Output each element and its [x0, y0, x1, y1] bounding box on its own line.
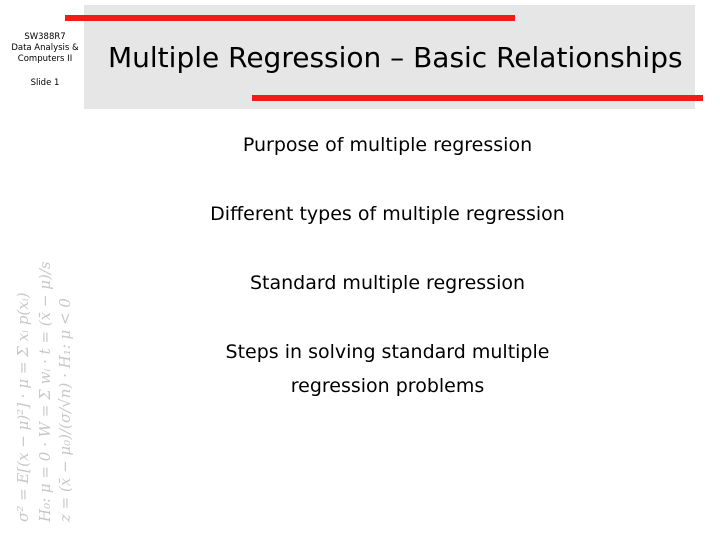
- course-name-line1: Data Analysis &: [11, 43, 79, 53]
- sidebar: SW388R7 Data Analysis & Computers II Sli…: [0, 0, 85, 540]
- svg-text:σ² = E[(x − μ)²] · μ = Σ xᵢ: σ² = E[(x − μ)²] · μ = Σ xᵢ p(xᵢ): [14, 292, 32, 522]
- accent-rule-top: [65, 15, 515, 21]
- bullet-item: Steps in solving standard multiple regre…: [225, 341, 550, 397]
- svg-text:z = (x̄ − μ₀)/(σ/√n) · H₁: μ: z = (x̄ − μ₀)/(σ/√n) · H₁: μ < 0: [56, 298, 74, 523]
- title-band: [84, 5, 695, 109]
- bullet-item: Different types of multiple regression: [210, 203, 565, 225]
- bullet-list: Purpose of multiple regression Different…: [100, 128, 675, 438]
- course-code: SW388R7: [24, 32, 66, 42]
- slide-title: Multiple Regression – Basic Relationship…: [108, 41, 683, 74]
- svg-text:H₀: μ = 0 · W = Σ wᵢ · t =: H₀: μ = 0 · W = Σ wᵢ · t = (x̄ − μ)/s: [36, 261, 54, 523]
- course-name-line2: Computers II: [17, 54, 73, 64]
- course-info: SW388R7 Data Analysis & Computers II Sli…: [0, 32, 85, 89]
- slide-number: Slide 1: [30, 78, 60, 88]
- formula-watermark-image: σ² = E[(x − μ)²] · μ = Σ xᵢ p(xᵢ) H₀: μ …: [14, 261, 74, 523]
- bullet-item: Purpose of multiple regression: [242, 134, 533, 156]
- accent-rule-bottom: [252, 95, 703, 101]
- bullet-item: Standard multiple regression: [249, 272, 526, 294]
